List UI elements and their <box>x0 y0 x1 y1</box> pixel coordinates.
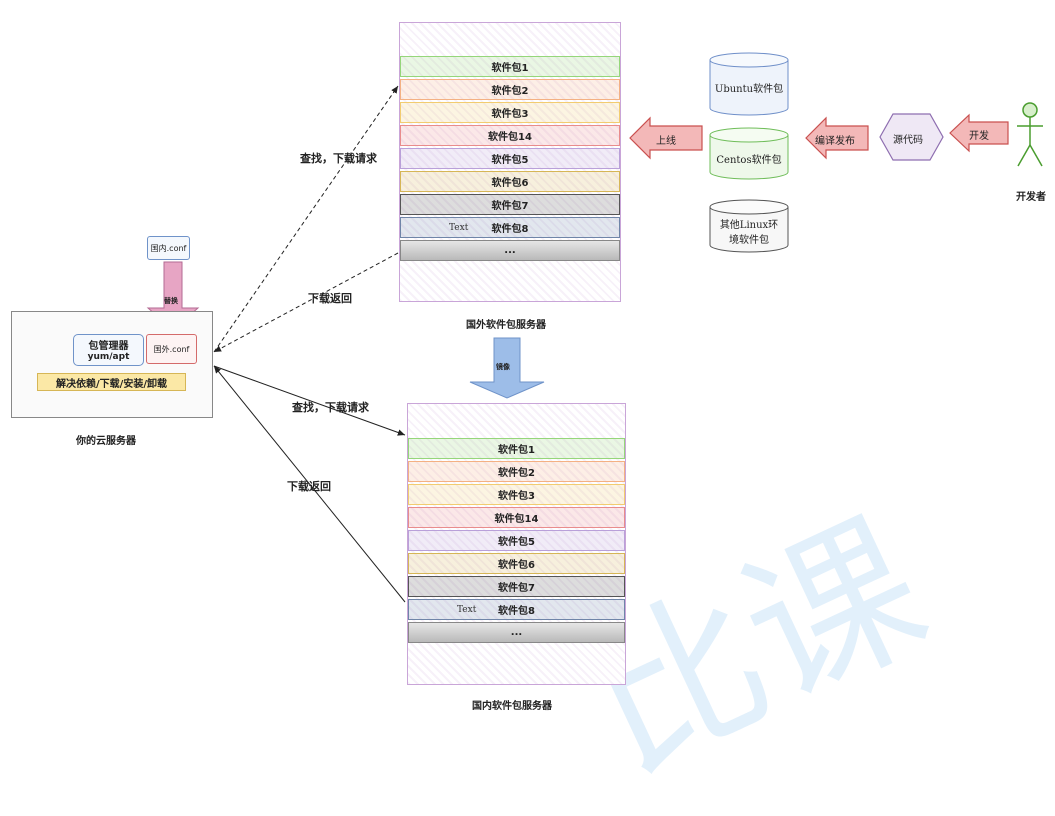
domestic-conf-box: 国内.conf <box>147 236 190 260</box>
package-manager-cmd: yum/apt <box>87 352 130 362</box>
develop-arrow <box>949 113 1009 153</box>
package-6: 软件包6 <box>400 171 620 192</box>
package-7: 软件包7 <box>408 576 625 597</box>
centos-cylinder-shape <box>709 127 789 180</box>
package-2: 软件包2 <box>408 461 625 482</box>
package-name: 软件包8 <box>491 224 529 235</box>
local-return-label: 下载返回 <box>287 480 331 493</box>
local-server-caption: 国内软件包服务器 <box>472 701 552 712</box>
upload-label: 上线 <box>656 136 676 147</box>
compile-publish-label: 编译发布 <box>815 136 855 147</box>
mirror-label: 镜像 <box>496 363 510 371</box>
foreign-conf-box: 国外.conf <box>146 334 197 364</box>
package-2: 软件包2 <box>400 79 620 100</box>
package-3: 软件包3 <box>408 484 625 505</box>
package-4: 软件包14 <box>408 507 625 528</box>
package-5: 软件包5 <box>400 148 620 169</box>
connector-layer <box>146 52 1043 603</box>
text-label: Text <box>449 222 469 233</box>
edge-remote-request-line <box>213 85 399 353</box>
package-8: Text 软件包8 <box>408 599 625 620</box>
compile-publish-arrow <box>805 116 869 160</box>
edge-local-request-line <box>213 365 406 436</box>
remote-return-label: 下载返回 <box>308 292 352 305</box>
package-1: 软件包1 <box>400 56 620 77</box>
package-1: 软件包1 <box>408 438 625 459</box>
package-6: 软件包6 <box>408 553 625 574</box>
mirror-arrow <box>469 337 545 399</box>
local-request-label: 查找，下载请求 <box>292 401 369 414</box>
package-5: 软件包5 <box>408 530 625 551</box>
developer-label: 开发者 <box>1016 192 1046 203</box>
package-3: 软件包3 <box>400 102 620 123</box>
package-manager-title: 包管理器 <box>88 341 129 352</box>
source-code-label: 源代码 <box>893 135 923 146</box>
centos-package-label: Centos软件包 <box>716 154 782 166</box>
features-bar: 解决依赖/下载/安装/卸载 <box>37 373 186 391</box>
package-name: 软件包8 <box>498 606 535 617</box>
other-linux-package-label: 其他Linux环境软件包 <box>719 220 779 246</box>
develop-label: 开发 <box>969 131 989 142</box>
edge-local-return-line <box>213 365 406 603</box>
text-label: Text <box>457 604 477 615</box>
package-ellipsis: ... <box>408 622 625 643</box>
ubuntu-package-label: Ubuntu软件包 <box>714 83 784 95</box>
replace-label: 替换 <box>164 297 178 305</box>
package-ellipsis: ... <box>400 240 620 261</box>
source-code-hexagon <box>879 113 944 161</box>
other-cylinder-shape <box>709 199 789 253</box>
package-8: Text 软件包8 <box>400 217 620 238</box>
edge-remote-return-line <box>213 252 399 353</box>
upload-arrow <box>629 116 703 160</box>
developer-icon <box>1017 102 1043 167</box>
remote-request-label: 查找，下载请求 <box>300 152 377 165</box>
remote-server-caption: 国外软件包服务器 <box>466 320 546 331</box>
cloud-server-caption: 你的云服务器 <box>76 436 136 447</box>
package-manager-box: 包管理器 yum/apt <box>73 334 144 366</box>
package-4: 软件包14 <box>400 125 620 146</box>
ubuntu-cylinder-shape <box>709 52 789 116</box>
package-7: 软件包7 <box>400 194 620 215</box>
